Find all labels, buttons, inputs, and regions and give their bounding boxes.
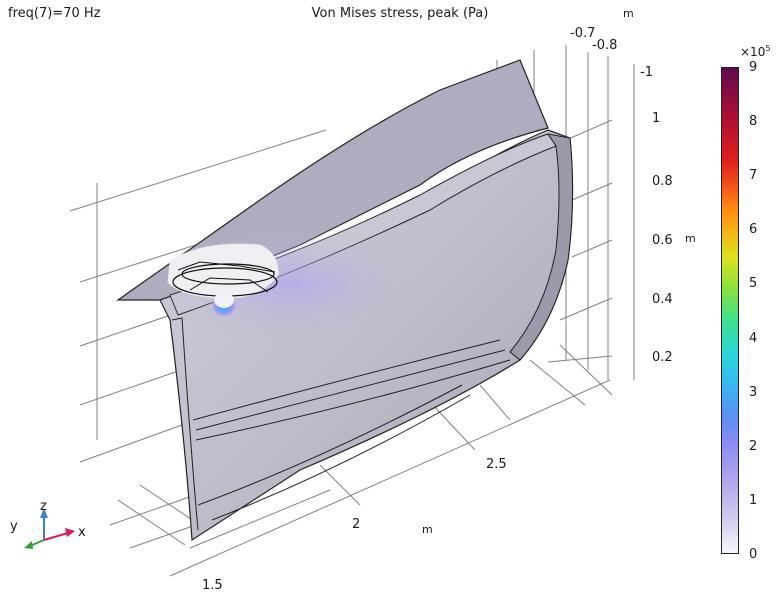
y-tick-label: -0.7 [570,26,595,41]
x-arrow-icon [65,528,75,537]
crease-lines [171,317,511,531]
y-tick-label: -1 [640,65,653,80]
colorbar-tick-label: 1 [749,492,758,508]
colorbar-tick-label: 8 [749,114,758,130]
z-axis-unit: m [685,232,696,245]
z-tick-label: 0.8 [652,174,673,189]
y-tick-label: -0.8 [592,38,617,53]
colorbar-tick-label: 2 [749,438,758,454]
z-tick-label: 0.4 [652,292,673,307]
triad-z-label: z [40,499,47,514]
colorbar [721,67,739,554]
x-tick-label: 2.5 [486,457,507,472]
z-tick-label: 0.6 [652,233,673,248]
plot-title: Von Mises stress, peak (Pa) [311,6,489,21]
x-tick-label: 2 [352,517,360,532]
x-axis-unit: m [422,523,433,536]
triad-x-label: x [78,525,86,540]
triad-y-label: y [10,519,18,534]
z-tick-label: 1 [652,111,660,126]
y-arrow-icon [24,541,33,549]
z-arrow-icon [40,508,48,518]
colorbar-tick-label: 4 [749,330,758,346]
colorbar-tick-label: 6 [749,222,758,238]
colorbar-tick-label: 7 [749,168,758,184]
grid-floor [109,344,613,577]
mirror-mount [167,243,279,318]
parameter-label: freq(7)=70 Hz [8,6,101,21]
colorbar-tick-label: 3 [749,384,758,400]
axis-triad: z x y [10,499,86,549]
colorbar-tick-label: 5 [749,276,758,292]
colorbar-tick-label: 9 [749,60,758,75]
z-tick-label: 0.2 [652,350,673,365]
door-rear-edge [509,133,574,361]
x-tick-label: 1.5 [202,578,223,593]
colorbar-tick-label: 0 [749,547,758,562]
y-axis-unit: m [623,7,634,20]
colorbar-scale-label: ×105 [740,44,771,59]
